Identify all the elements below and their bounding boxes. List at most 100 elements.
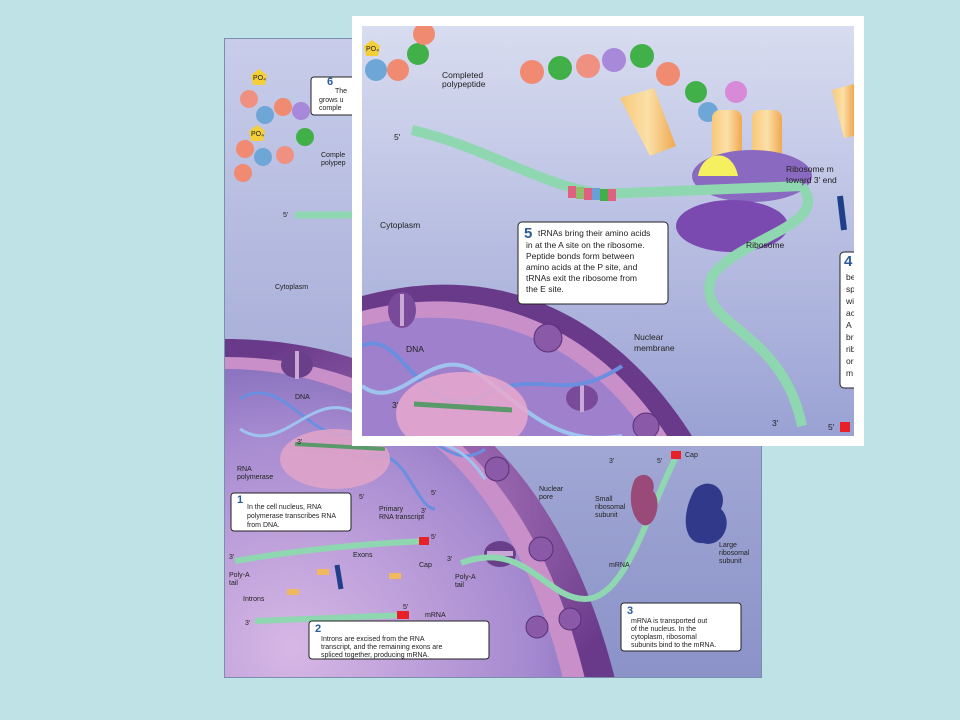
- front-cytoplasm-label: Cytoplasm: [380, 220, 420, 230]
- step2-text-2: transcript, and the remaining exons are: [321, 644, 443, 651]
- step1-text-3: from DNA.: [247, 522, 280, 529]
- step4-text-1: be: [846, 272, 854, 282]
- step3-number: 3: [627, 605, 633, 617]
- three-prime-poly: 3': [447, 556, 452, 563]
- three-prime-dna: 3': [297, 439, 302, 446]
- nuclear-pore-label-2: pore: [539, 494, 553, 501]
- rna-polymerase-label-1: RNA: [237, 466, 252, 473]
- step4-text-2: sp: [846, 284, 854, 294]
- step5-number: 5: [524, 225, 532, 242]
- front-mrna-tail: [704, 183, 813, 427]
- small-subunit-2: ribosomal: [595, 504, 626, 511]
- step3-text-1: mRNA is transported out: [631, 618, 707, 625]
- nuclear-membrane-1: Nuclear: [634, 332, 663, 342]
- step5-text-3: Peptide bonds form between: [526, 251, 634, 261]
- front-five-prime: 5': [394, 132, 401, 142]
- step2-text-3: spliced together, producing mRNA.: [321, 652, 429, 659]
- step4-text-7: rib: [846, 344, 854, 354]
- step5-text-2: in at the A site on the ribosome.: [526, 240, 645, 250]
- poly-a-tail-1: Poly-A: [229, 572, 250, 579]
- completed-polypeptide-label-2: polypep: [321, 160, 346, 167]
- step2-box: [308, 620, 490, 660]
- primary-transcript-1: Primary: [379, 506, 404, 513]
- nuclear-pores: [281, 351, 582, 639]
- large-subunit-2: ribosomal: [719, 550, 750, 557]
- cytoplasm-label: Cytoplasm: [275, 284, 308, 291]
- three-prime-right: 3': [609, 458, 614, 465]
- five-prime-dna: 5': [431, 490, 436, 497]
- po4-label-b: PO₄: [251, 131, 264, 138]
- step5-text-5: tRNAs exit the ribosome from: [526, 273, 637, 283]
- po4-label-a: PO₄: [253, 75, 266, 82]
- front-three-prime-dna: 3': [392, 400, 399, 410]
- three-prime-dna-2: 3': [421, 508, 426, 515]
- step6-text-3: comple: [319, 105, 342, 112]
- nuclear-membrane-2: membrane: [634, 343, 675, 353]
- step5-text-4: amino acids at the P site, and: [526, 262, 638, 272]
- step6-number: 6: [327, 76, 333, 88]
- step4-text-6: br: [846, 332, 854, 342]
- mrna-small-label: mRNA: [425, 612, 446, 619]
- step1-number: 1: [237, 494, 243, 506]
- step4-text-4: ac: [846, 308, 854, 318]
- step2-number: 2: [315, 623, 321, 635]
- front-dna-label: DNA: [406, 344, 424, 354]
- front-direction-arrow: [837, 195, 847, 231]
- small-subunit-shape: [630, 474, 658, 526]
- primary-transcript-strand: [234, 538, 426, 564]
- front-polymerase-blob: [396, 372, 528, 436]
- step5-text-1: tRNAs bring their amino acids: [538, 228, 650, 238]
- front-panel: PO₄ Completed polypeptide 5' Cytoplasm 5…: [352, 16, 864, 446]
- step2-text-1: Introns are excised from the RNA: [321, 636, 425, 643]
- step4-text-3: wi: [845, 296, 854, 306]
- front-three-prime-bottom: 3': [772, 418, 779, 428]
- cap-label: Cap: [419, 562, 432, 569]
- rna-strand: [294, 442, 386, 451]
- five-prime-cap: 5': [431, 534, 436, 541]
- step4-text-5: A: [846, 320, 852, 330]
- five-prime-top: 5': [283, 212, 288, 219]
- introns-label: Introns: [243, 596, 265, 603]
- polypeptide-back: [234, 69, 314, 182]
- ribosome-moves-1: Ribosome m: [786, 164, 834, 174]
- step4-text-8: or: [846, 356, 854, 366]
- step1-text-2: polymerase transcribes RNA: [247, 513, 336, 520]
- large-subunit-1: Large: [719, 542, 737, 549]
- exons-label: Exons: [353, 552, 373, 559]
- front-cap-marker: [840, 422, 850, 432]
- front-pores: [388, 292, 660, 436]
- intron-fragments: [287, 569, 401, 595]
- front-rna-strand: [413, 401, 513, 413]
- front-five-prime-bottom: 5': [828, 422, 835, 432]
- five-prime-primary: 5': [359, 494, 364, 501]
- poly-a-tail-2: tail: [229, 580, 238, 587]
- five-prime-right: 5': [657, 458, 662, 465]
- step4-text-9: m: [846, 368, 853, 378]
- mature-mrna-strand: [254, 612, 406, 624]
- nuclear-pore-label-1: Nuclear: [539, 486, 564, 493]
- ribosome-moves-2: toward 3' end: [786, 175, 837, 185]
- small-subunit-3: subunit: [595, 512, 618, 519]
- three-prime-exons: 3': [229, 554, 234, 561]
- poly-a-tail2-2: tail: [455, 582, 464, 589]
- three-prime-mrna: 3': [245, 620, 250, 627]
- codon-blocks: [568, 186, 616, 201]
- mrna-right-label: mRNA: [609, 562, 630, 569]
- step6-text-1: The: [335, 88, 347, 95]
- front-completed-polypeptide-1: Completed: [442, 70, 483, 80]
- large-subunit-3: subunit: [719, 558, 742, 565]
- ribosome-label: Ribosome: [746, 240, 785, 250]
- step1-box: [230, 492, 352, 532]
- five-prime-mrna: 5': [403, 604, 408, 611]
- step6-text-2: grows u: [319, 97, 344, 104]
- step5-box: [517, 221, 669, 305]
- front-image: PO₄ Completed polypeptide 5' Cytoplasm 5…: [362, 26, 854, 436]
- step3-text-4: subunits bind to the mRNA.: [631, 642, 716, 649]
- step3-text-2: of the nucleus. In the: [631, 626, 696, 633]
- dna-label: DNA: [295, 394, 310, 401]
- completed-polypeptide-label-1: Comple: [321, 152, 345, 159]
- step5-text-6: the E site.: [526, 284, 564, 294]
- rna-polymerase-label-2: polymerase: [237, 474, 273, 481]
- cap-right: Cap: [685, 452, 698, 459]
- splice-arrow: [334, 564, 344, 590]
